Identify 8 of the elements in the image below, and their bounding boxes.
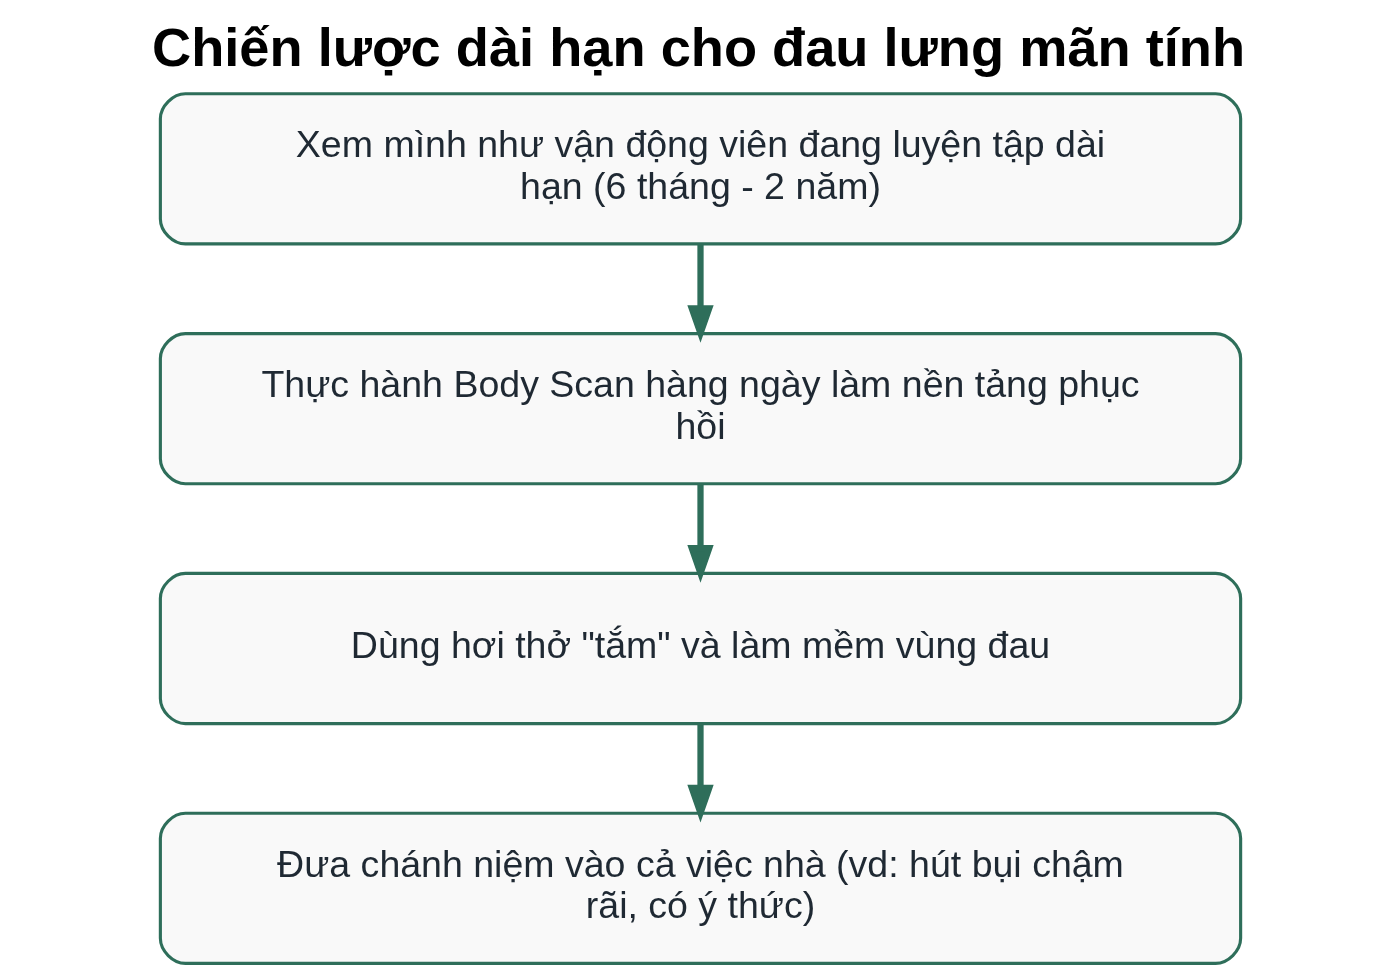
node-box: Xem mình như vận động viên đang luyện tập dài hạn (6 tháng - 2 năm) — [158, 92, 1242, 246]
arrow — [686, 484, 714, 583]
node-box: Thực hành Body Scan hàng ngày làm nền tảng phục hồi — [158, 332, 1242, 486]
diagram-title: Chiến lược dài hạn cho đau lưng mãn tính — [151, 17, 1245, 78]
node-box: Đưa chánh niệm vào cả việc nhà (vd: hút bụi chậm rãi, có ý thức) — [158, 811, 1242, 965]
node-box: Dùng hơi thở "tắm" và làm mềm vùng đau — [158, 571, 1242, 726]
arrow — [686, 723, 714, 823]
arrow — [686, 244, 714, 343]
